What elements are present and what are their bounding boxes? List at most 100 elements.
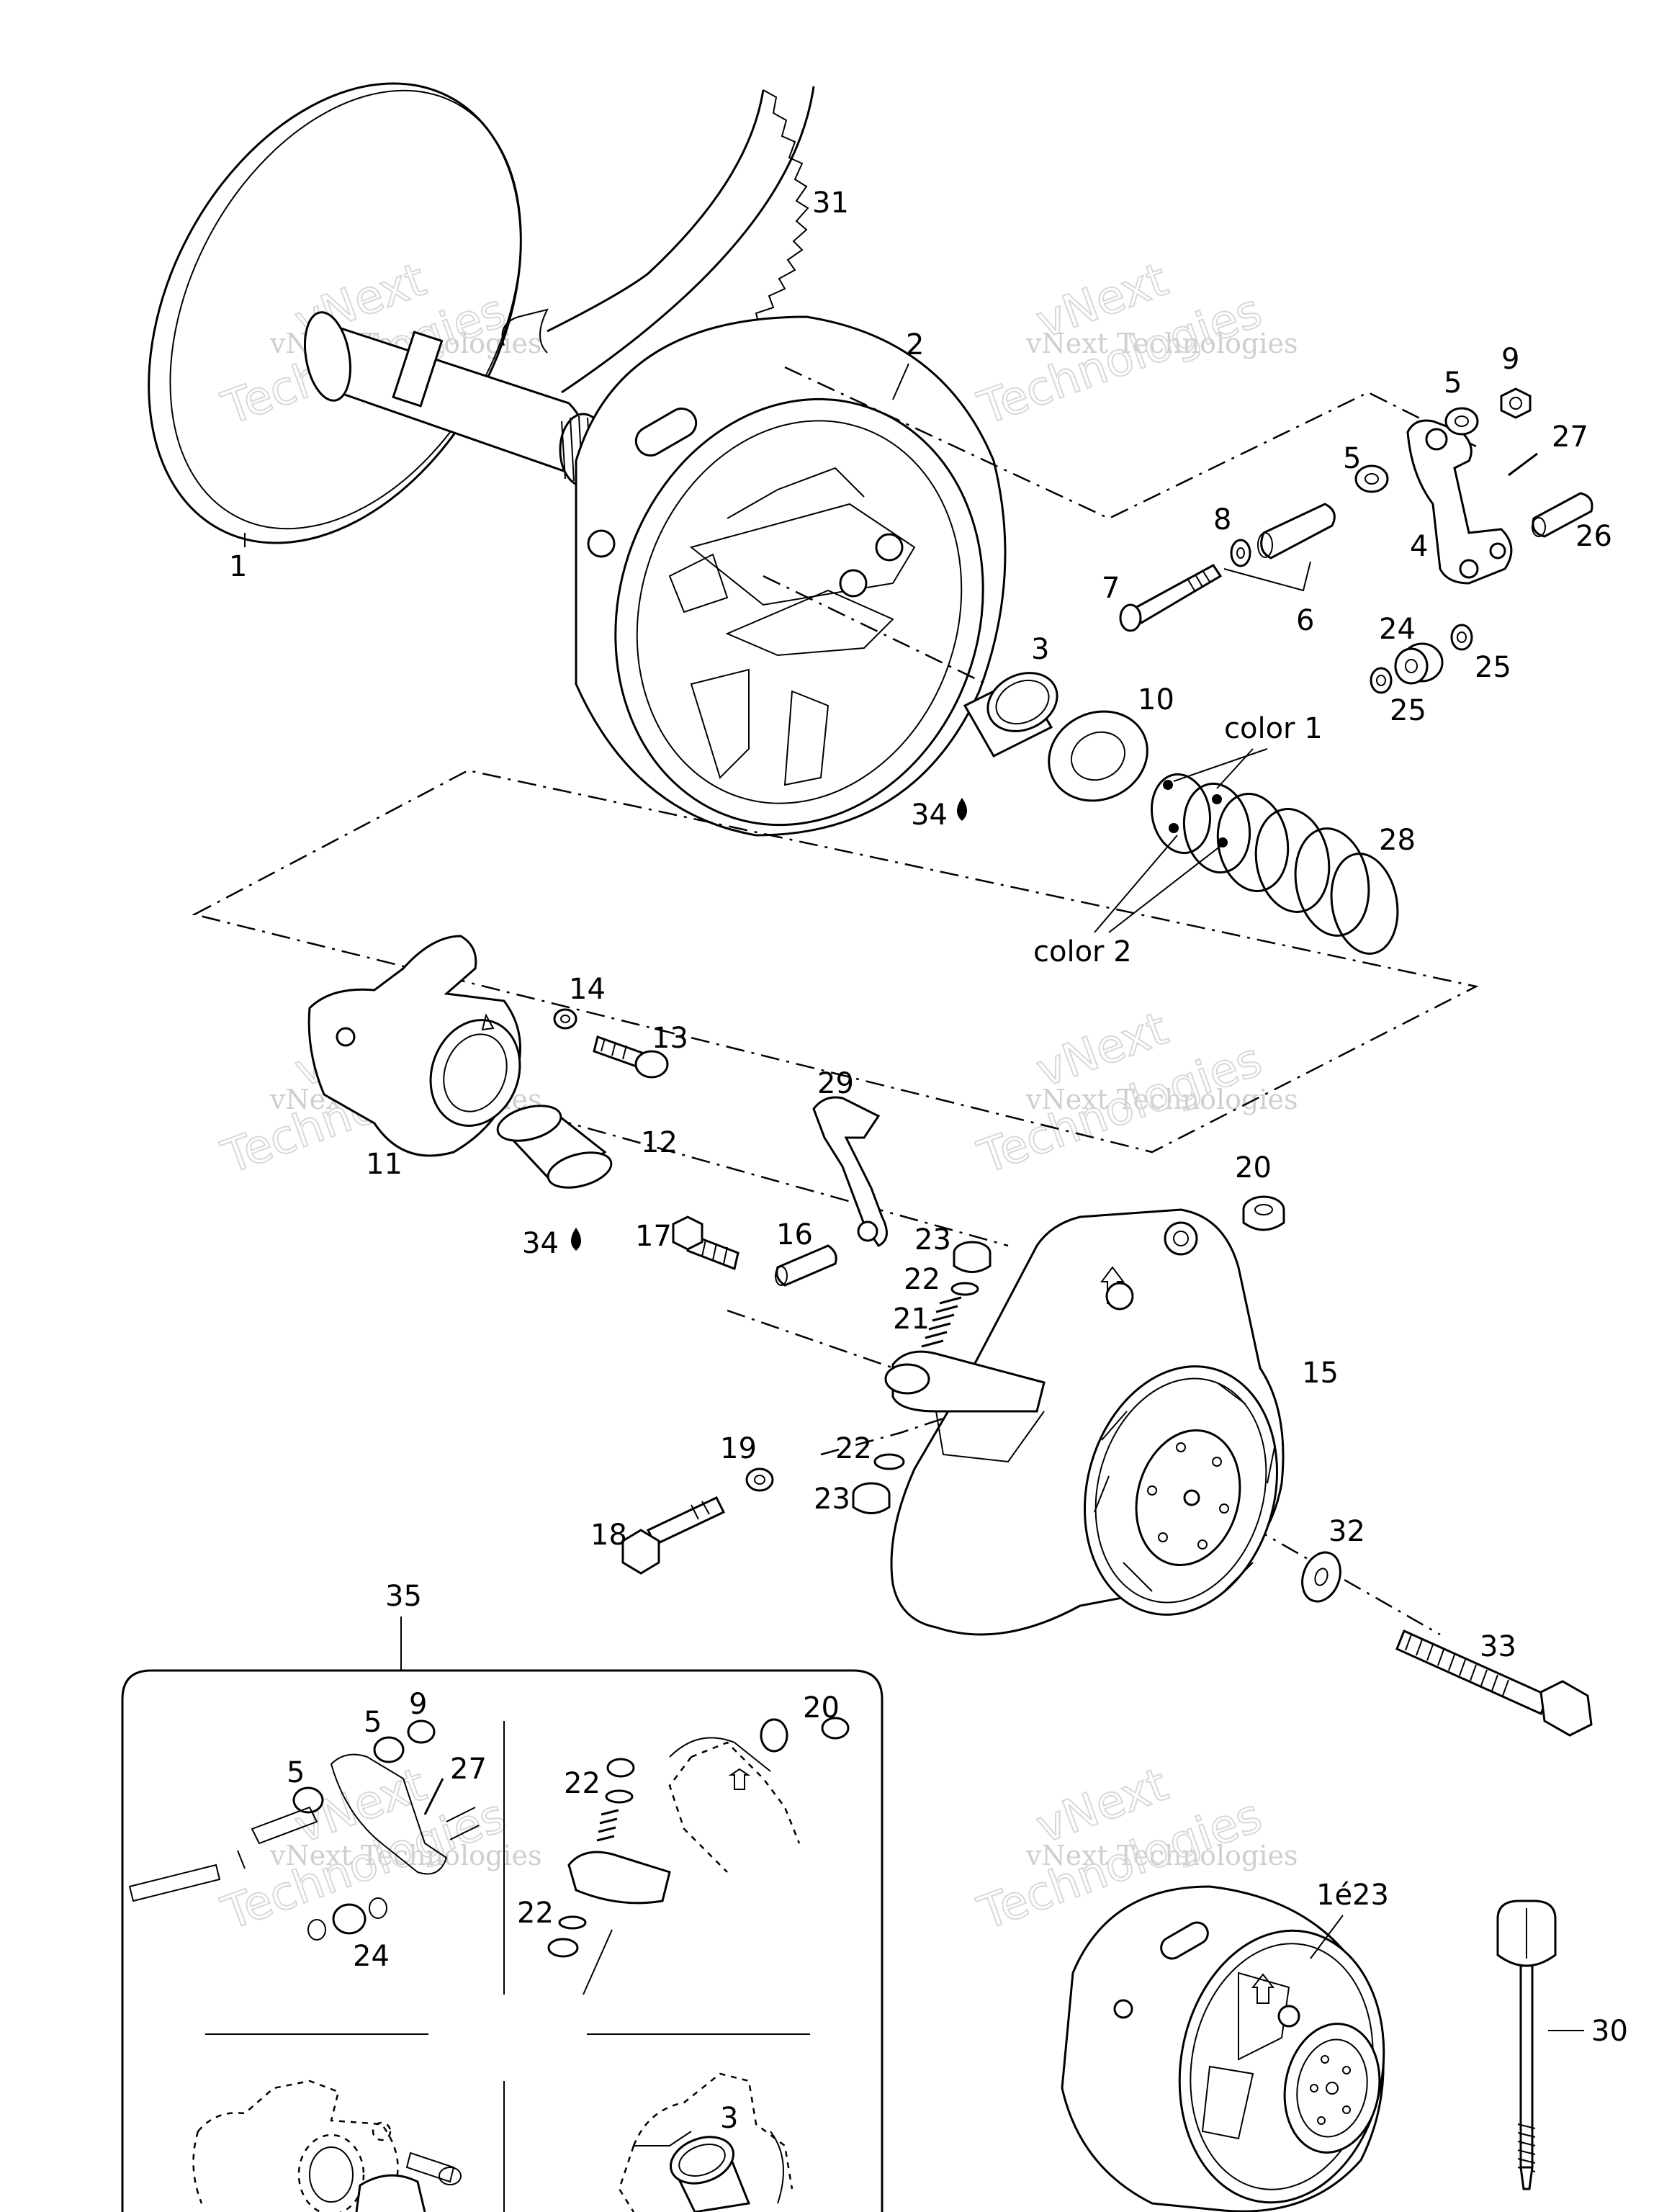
callout-13: 13 bbox=[652, 1022, 688, 1055]
callout-28: 28 bbox=[1379, 824, 1416, 857]
svg-text:vNext Technologies: vNext Technologies bbox=[1025, 328, 1298, 359]
kit-callout-24: 24 bbox=[353, 1940, 390, 1973]
callout-12: 12 bbox=[641, 1126, 678, 1159]
bolt-part-18 bbox=[621, 1496, 726, 1575]
callout-25a: 25 bbox=[1475, 651, 1511, 684]
nut-part-20 bbox=[1242, 1195, 1285, 1231]
kit-callout-9: 9 bbox=[409, 1688, 427, 1721]
axis-main bbox=[763, 575, 987, 685]
bolt-part-17 bbox=[672, 1215, 739, 1271]
spring-part-21 bbox=[921, 1296, 962, 1348]
kit-callout-22b: 22 bbox=[517, 1897, 554, 1930]
roller-part-24 bbox=[1394, 642, 1444, 685]
washer-part-10 bbox=[1048, 710, 1148, 802]
svg-text:vNext Technologies: vNext Technologies bbox=[1025, 1840, 1298, 1871]
callout-1e23: 1é23 bbox=[1316, 1879, 1389, 1912]
sleeve-part-6 bbox=[1223, 503, 1336, 592]
callout-20: 20 bbox=[1235, 1151, 1272, 1184]
cam-lever-part-29 bbox=[812, 1096, 888, 1247]
pin-part-27 bbox=[1508, 452, 1538, 477]
oil-drop-icon bbox=[571, 1228, 581, 1251]
kit-box-35 bbox=[121, 1669, 884, 2212]
kit-callout-5b: 5 bbox=[287, 1756, 305, 1789]
callout-34a: 34 bbox=[911, 799, 948, 832]
oil-drop-icon bbox=[957, 798, 967, 821]
nut-part-9 bbox=[1500, 387, 1532, 419]
svg-text:vNext Technologies: vNext Technologies bbox=[1025, 1084, 1298, 1115]
callout-16: 16 bbox=[776, 1218, 813, 1251]
callout-23b: 23 bbox=[814, 1483, 850, 1516]
cam-part-11 bbox=[307, 935, 521, 1157]
o-ring-part-22a bbox=[950, 1282, 979, 1296]
callout-33: 33 bbox=[1480, 1630, 1516, 1663]
kit-panel-cam bbox=[192, 2080, 462, 2212]
callout-7: 7 bbox=[1102, 572, 1120, 605]
callout-25b: 25 bbox=[1390, 694, 1426, 727]
washer-part-14 bbox=[553, 1008, 577, 1030]
washer-part-25a bbox=[1450, 624, 1473, 651]
bolt-part-33 bbox=[1395, 1629, 1593, 1737]
spring-part-28 bbox=[1150, 773, 1399, 955]
color-2-label: color 2 bbox=[1033, 935, 1132, 968]
callout-24: 24 bbox=[1379, 613, 1416, 646]
washer-part-19 bbox=[745, 1467, 774, 1492]
axis-lower-2 bbox=[727, 1309, 915, 1377]
kit-callout-20: 20 bbox=[803, 1691, 840, 1725]
housing-part-15 bbox=[884, 1208, 1285, 1636]
callout-22a: 22 bbox=[904, 1263, 940, 1296]
callout-18: 18 bbox=[590, 1519, 627, 1552]
callout-30: 30 bbox=[1591, 2015, 1628, 2048]
kit-panel-roller-assembly bbox=[547, 1717, 850, 1995]
cam-arm-part-4 bbox=[1406, 419, 1513, 585]
bushing-part-12 bbox=[496, 1105, 613, 1189]
callout-19: 19 bbox=[720, 1432, 757, 1465]
callout-2: 2 bbox=[906, 328, 924, 361]
callout-29: 29 bbox=[817, 1067, 854, 1100]
callout-22b: 22 bbox=[835, 1432, 872, 1465]
callout-3: 3 bbox=[1031, 633, 1049, 666]
o-ring-part-22b bbox=[873, 1453, 905, 1470]
bolt-part-13 bbox=[593, 1035, 669, 1079]
washer-part-32 bbox=[1301, 1551, 1341, 1603]
kit-callout-5a: 5 bbox=[364, 1706, 382, 1739]
assembled-sheave-part-1e23 bbox=[1061, 1885, 1385, 2212]
washer-part-8 bbox=[1230, 539, 1251, 567]
kit-callout-27: 27 bbox=[450, 1753, 487, 1786]
washer-part-5a bbox=[1444, 407, 1479, 436]
kit-callout-22a: 22 bbox=[564, 1767, 601, 1800]
svg-text:vNext Technologies: vNext Technologies bbox=[269, 1840, 541, 1871]
callout-10: 10 bbox=[1138, 683, 1174, 716]
axis-shaft bbox=[820, 1403, 987, 1456]
callout-5b: 5 bbox=[1343, 442, 1361, 475]
callout-27: 27 bbox=[1552, 421, 1588, 454]
callout-23a: 23 bbox=[914, 1223, 951, 1256]
washer-part-25b bbox=[1370, 667, 1393, 694]
callout-9: 9 bbox=[1501, 343, 1519, 376]
watermark-top-right: vNext vNext Technologies Technologies bbox=[971, 253, 1298, 437]
callout-21: 21 bbox=[893, 1303, 930, 1336]
callout-5a: 5 bbox=[1444, 367, 1462, 400]
pin-part-26 bbox=[1532, 492, 1593, 538]
color-1-label: color 1 bbox=[1224, 712, 1323, 745]
callout-8: 8 bbox=[1213, 503, 1231, 536]
kit-callout-3: 3 bbox=[720, 2102, 738, 2135]
callout-17: 17 bbox=[635, 1220, 672, 1253]
watermark-bottom-left: vNext vNext Technologies Technologies bbox=[215, 1758, 541, 1942]
pin-part-16 bbox=[775, 1244, 837, 1287]
callout-11: 11 bbox=[366, 1148, 403, 1181]
callout-15: 15 bbox=[1302, 1357, 1339, 1390]
cap-part-23a bbox=[953, 1241, 992, 1273]
bolt-part-30 bbox=[1496, 1899, 1584, 2190]
bushing-part-3 bbox=[963, 672, 1058, 757]
callout-32: 32 bbox=[1328, 1515, 1365, 1548]
callout-6: 6 bbox=[1296, 604, 1314, 637]
callout-31: 31 bbox=[812, 186, 849, 220]
callout-34b: 34 bbox=[522, 1227, 559, 1260]
bolt-part-7 bbox=[1119, 564, 1223, 632]
callout-26: 26 bbox=[1575, 520, 1612, 553]
kit-panel-bushing bbox=[618, 2072, 793, 2212]
callout-14: 14 bbox=[569, 973, 606, 1006]
movable-sheave-part-2 bbox=[575, 315, 1007, 837]
callout-4: 4 bbox=[1410, 530, 1428, 563]
